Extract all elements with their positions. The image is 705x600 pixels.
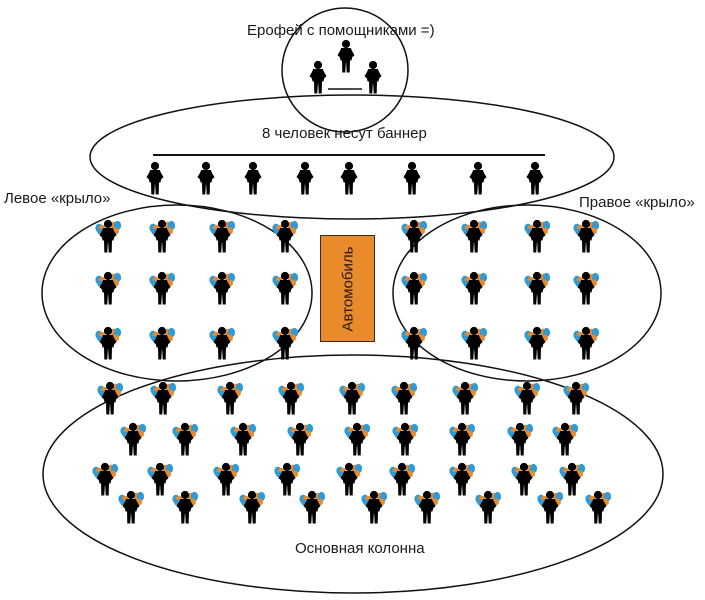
left-wing-person-icon xyxy=(149,327,175,359)
main-column-person-icon xyxy=(172,491,198,523)
banner-carrier-icon xyxy=(244,161,262,195)
main-column-person-icon xyxy=(475,491,501,523)
main-column-person-icon xyxy=(537,491,563,523)
right-wing-ellipse xyxy=(392,204,662,382)
main-column-person-icon xyxy=(514,382,540,414)
main-column-person-icon xyxy=(287,423,313,455)
main-column-person-icon xyxy=(150,382,176,414)
main-column-person-icon xyxy=(336,463,362,495)
right-wing-person-icon xyxy=(401,327,427,359)
left-wing-label: Левое «крыло» xyxy=(4,190,111,207)
left-wing-person-icon xyxy=(95,272,121,304)
right-wing-person-icon xyxy=(573,220,599,252)
right-wing-person-icon xyxy=(573,327,599,359)
right-wing-person-icon xyxy=(524,327,550,359)
left-wing-ellipse xyxy=(41,204,313,382)
main-column-ellipse xyxy=(42,354,664,594)
right-wing-person-icon xyxy=(401,220,427,252)
main-column-person-icon xyxy=(552,423,578,455)
main-column-person-icon xyxy=(92,463,118,495)
banner-carrier-icon xyxy=(146,161,164,195)
main-column-person-icon xyxy=(392,423,418,455)
right-wing-person-icon xyxy=(461,272,487,304)
car-block: Автомобиль xyxy=(320,235,375,342)
right-wing-person-icon xyxy=(461,220,487,252)
main-column-person-icon xyxy=(449,423,475,455)
leader-person-icon xyxy=(309,60,327,94)
main-column-person-icon xyxy=(585,491,611,523)
left-wing-person-icon xyxy=(95,327,121,359)
leader-person-icon xyxy=(364,60,382,94)
left-wing-person-icon xyxy=(95,220,121,252)
left-wing-person-icon xyxy=(209,220,235,252)
left-wing-person-icon xyxy=(272,220,298,252)
left-wing-person-icon xyxy=(272,272,298,304)
right-wing-person-icon xyxy=(573,272,599,304)
main-column-person-icon xyxy=(97,382,123,414)
right-wing-person-icon xyxy=(461,327,487,359)
leader-person-icon xyxy=(337,39,355,73)
main-column-person-icon xyxy=(507,423,533,455)
main-column-person-icon xyxy=(299,491,325,523)
main-column-person-icon xyxy=(344,423,370,455)
main-column-person-icon xyxy=(449,463,475,495)
main-column-person-icon xyxy=(217,382,243,414)
main-column-label: Основная колонна xyxy=(295,540,425,557)
right-wing-person-icon xyxy=(524,220,550,252)
main-column-person-icon xyxy=(452,382,478,414)
main-column-person-icon xyxy=(563,382,589,414)
main-column-person-icon xyxy=(389,463,415,495)
main-column-person-icon xyxy=(172,423,198,455)
banner-carrier-icon xyxy=(526,161,544,195)
main-column-person-icon xyxy=(213,463,239,495)
left-wing-person-icon xyxy=(209,327,235,359)
left-wing-person-icon xyxy=(149,220,175,252)
banner-ellipse xyxy=(89,94,615,220)
leader-circle xyxy=(281,7,409,133)
right-wing-person-icon xyxy=(524,272,550,304)
banner-carrier-icon xyxy=(197,161,215,195)
left-wing-person-icon xyxy=(149,272,175,304)
left-wing-person-icon xyxy=(209,272,235,304)
leader-group-label: Ерофей с помощниками =) xyxy=(247,22,435,39)
banner-carrier-icon xyxy=(469,161,487,195)
main-column-person-icon xyxy=(230,423,256,455)
main-column-person-icon xyxy=(511,463,537,495)
main-column-person-icon xyxy=(361,491,387,523)
right-wing-label: Правое «крыло» xyxy=(579,194,695,211)
main-column-person-icon xyxy=(147,463,173,495)
main-column-person-icon xyxy=(391,382,417,414)
main-column-person-icon xyxy=(239,491,265,523)
banner-group-label: 8 человек несут баннер xyxy=(262,125,427,142)
left-wing-person-icon xyxy=(272,327,298,359)
main-column-person-icon xyxy=(120,423,146,455)
main-column-person-icon xyxy=(274,463,300,495)
main-column-person-icon xyxy=(278,382,304,414)
main-column-person-icon xyxy=(118,491,144,523)
main-column-person-icon xyxy=(414,491,440,523)
car-label: Автомобиль xyxy=(339,246,356,331)
banner-carrier-icon xyxy=(340,161,358,195)
main-column-person-icon xyxy=(339,382,365,414)
main-column-person-icon xyxy=(559,463,585,495)
banner-carrier-icon xyxy=(296,161,314,195)
banner-carrier-icon xyxy=(403,161,421,195)
right-wing-person-icon xyxy=(401,272,427,304)
